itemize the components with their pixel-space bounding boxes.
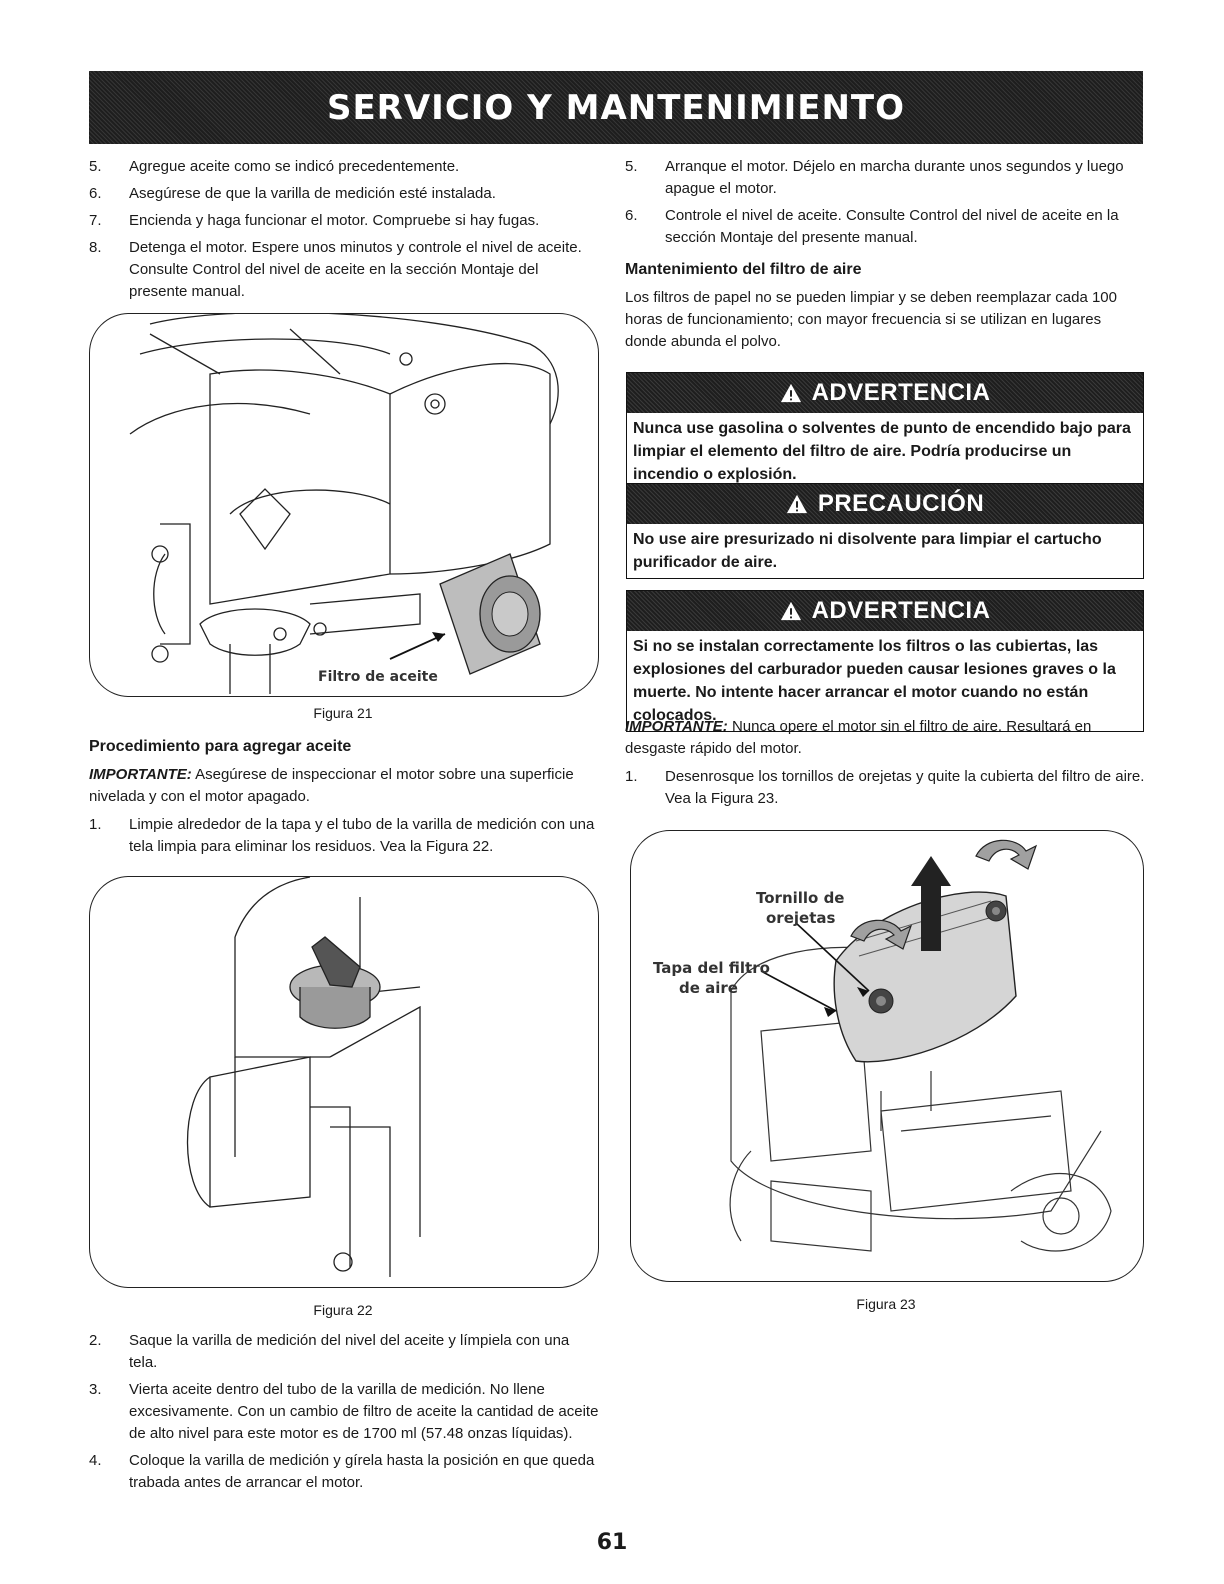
list-text: Controle el nivel de aceite. Consulte Co… xyxy=(665,207,1119,246)
air-filter-illustration: Tornillo de orejetas Tapa del filtro de … xyxy=(653,839,1112,1252)
section-heading: Mantenimiento del filtro de aire xyxy=(625,261,862,278)
important-note: IMPORTANTE: Nunca opere el motor sin el … xyxy=(625,716,1145,760)
air-filter-text: Los filtros de papel no se pueden limpia… xyxy=(625,289,1117,350)
rotation-arrow-icon xyxy=(850,839,1038,950)
list-number: 6. xyxy=(625,207,638,224)
lift-arrow-icon xyxy=(911,856,951,951)
list-number: 1. xyxy=(625,768,638,785)
figure-23-caption: Figura 23 xyxy=(856,1296,916,1312)
page-number: 61 xyxy=(596,1530,628,1555)
figure-23-label-filter-cover: de aire xyxy=(679,979,738,997)
add-oil-section: Procedimiento para agregar aceite IMPORT… xyxy=(89,736,599,863)
important-text: Asegúrese de inspeccionar el motor sobre… xyxy=(89,766,574,805)
list-number: 4. xyxy=(89,1452,102,1469)
list-number: 1. xyxy=(89,816,102,833)
list-text: Saque la varilla de medición del nivel d… xyxy=(129,1332,570,1371)
engine-oil-filter-illustration: Filtro de aceite xyxy=(129,314,559,694)
warning-text: Nunca use gasolina o solventes de punto … xyxy=(633,420,1131,483)
important-label: IMPORTANTE: xyxy=(625,718,728,735)
list-text: Arranque el motor. Déjelo en marcha dura… xyxy=(665,158,1124,197)
list-text: Detenga el motor. Espere unos minutos y … xyxy=(129,239,582,300)
right-column-middle: IMPORTANTE: Nunca opere el motor sin el … xyxy=(625,716,1145,815)
figure-21-label: Filtro de aceite xyxy=(318,669,438,685)
warning-box-2: ADVERTENCIA Si no se instalan correctame… xyxy=(626,590,1144,732)
list-text: Desenrosque los tornillos de orejetas y … xyxy=(665,768,1145,807)
list-item: 6. Controle el nivel de aceite. Consulte … xyxy=(625,205,1145,249)
warning-triangle-icon xyxy=(780,601,801,621)
list-item: 6. Asegúrese de que la varilla de medició… xyxy=(89,183,599,205)
dipstick-illustration xyxy=(186,877,421,1277)
list-text: Asegúrese de que la varilla de medición … xyxy=(129,185,496,202)
list-text: Limpie alrededor de la tapa y el tubo de… xyxy=(129,816,595,855)
important-label: IMPORTANTE: xyxy=(89,766,192,783)
list-item: 5. Agregue aceite como se indicó preceden… xyxy=(89,156,599,178)
list-number: 6. xyxy=(89,185,102,202)
list-number: 5. xyxy=(625,158,638,175)
warning-triangle-icon xyxy=(780,383,801,403)
section-heading: Procedimiento para agregar aceite xyxy=(89,738,352,755)
left-column-top: 5. Agregue aceite como se indicó preceden… xyxy=(89,156,599,308)
list-number: 5. xyxy=(89,158,102,175)
list-number: 2. xyxy=(89,1332,102,1349)
list-item: 4. Coloque la varilla de medición y gírel… xyxy=(89,1450,599,1494)
list-number: 8. xyxy=(89,239,102,256)
caution-header: PRECAUCIÓN xyxy=(627,484,1143,524)
list-text: Agregue aceite como se indicó precedente… xyxy=(129,158,460,175)
dipstick-cap xyxy=(289,936,381,1029)
warning-header: ADVERTENCIA xyxy=(627,591,1143,631)
important-text: Nunca opere el motor sin el filtro de ai… xyxy=(625,718,1092,757)
oil-filter-cartridge xyxy=(439,553,541,675)
list-text: Vierta aceite dentro del tubo de la vari… xyxy=(129,1381,599,1442)
figure-23-air-filter: Tornillo de orejetas Tapa del filtro de … xyxy=(630,830,1144,1282)
caution-text: No use aire presurizado ni disolvente pa… xyxy=(633,531,1102,571)
important-note: IMPORTANTE: Asegúrese de inspeccionar el… xyxy=(89,764,599,808)
warning-title: ADVERTENCIA xyxy=(811,597,991,624)
list-item: 7. Encienda y haga funcionar el motor. Co… xyxy=(89,210,599,232)
page-header-banner: SERVICIO Y MANTENIMIENTO xyxy=(89,71,1143,144)
air-filter-cover xyxy=(833,891,1017,1063)
warning-title: ADVERTENCIA xyxy=(811,379,991,406)
list-item: 1. Limpie alrededor de la tapa y el tubo … xyxy=(89,814,599,858)
list-item: 1. Desenrosque los tornillos de orejetas … xyxy=(625,766,1145,810)
list-number: 7. xyxy=(89,212,102,229)
left-column-bottom: 2. Saque la varilla de medición del nivel… xyxy=(89,1330,599,1499)
figure-23-label-wing-screw: orejetas xyxy=(766,909,835,927)
figure-21-oil-filter: Filtro de aceite xyxy=(89,313,599,697)
figure-22-caption: Figura 22 xyxy=(313,1302,373,1318)
figure-23-label-filter-cover: Tapa del filtro xyxy=(653,959,770,977)
list-number: 3. xyxy=(89,1381,102,1398)
figure-23-label-wing-screw: Tornillo de xyxy=(756,889,844,907)
list-item: 3. Vierta aceite dentro del tubo de la va… xyxy=(89,1379,599,1445)
warning-header: ADVERTENCIA xyxy=(627,373,1143,413)
list-text: Coloque la varilla de medición y gírela … xyxy=(129,1452,595,1491)
right-column-top: 5. Arranque el motor. Déjelo en marcha du… xyxy=(625,156,1145,359)
list-text: Encienda y haga funcionar el motor. Comp… xyxy=(129,212,540,229)
warning-box-1: ADVERTENCIA Nunca use gasolina o solvent… xyxy=(626,372,1144,491)
list-item: 2. Saque la varilla de medición del nivel… xyxy=(89,1330,599,1374)
caution-box: PRECAUCIÓN No use aire presurizado ni di… xyxy=(626,483,1144,579)
list-item: 8. Detenga el motor. Espere unos minutos … xyxy=(89,237,599,303)
page-title: SERVICIO Y MANTENIMIENTO xyxy=(326,87,906,128)
figure-22-dipstick xyxy=(89,876,599,1288)
figure-21-caption: Figura 21 xyxy=(313,705,373,721)
caution-triangle-icon xyxy=(786,494,807,514)
caution-title: PRECAUCIÓN xyxy=(817,490,985,517)
list-item: 5. Arranque el motor. Déjelo en marcha du… xyxy=(625,156,1145,200)
warning-text: Si no se instalan correctamente los filt… xyxy=(633,638,1116,724)
